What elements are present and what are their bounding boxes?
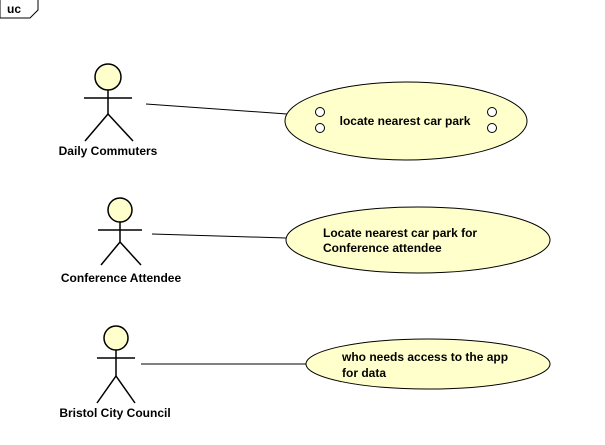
- use-case-label-line-2: Conference attendee: [323, 241, 442, 255]
- actor-head: [107, 197, 133, 223]
- actor-label: Bristol City Council: [59, 406, 170, 420]
- use-case-label-line-1: Locate nearest car park for: [323, 226, 477, 240]
- resize-handle[interactable]: [315, 107, 325, 117]
- frame-tab: uc: [0, 0, 39, 19]
- use-case-label: locate nearest car park: [340, 114, 471, 128]
- association-daily-commuters[interactable]: [145, 103, 288, 115]
- frame-label: uc: [7, 2, 21, 16]
- resize-handle[interactable]: [487, 123, 497, 133]
- use-case-label-line-2: for data: [342, 366, 386, 380]
- actor-head: [94, 63, 122, 91]
- actor-label: Conference Attendee: [61, 271, 182, 285]
- actor-conference-attendee[interactable]: Conference Attendee: [61, 197, 182, 285]
- actor-daily-commuters[interactable]: Daily Commuters: [59, 63, 158, 158]
- use-case-locate-car-park-conference[interactable]: Locate nearest car park for Conference a…: [285, 206, 551, 274]
- resize-handle[interactable]: [315, 123, 325, 133]
- resize-handle[interactable]: [487, 107, 497, 117]
- use-case-locate-nearest-car-park[interactable]: locate nearest car park: [284, 81, 528, 161]
- actor-bristol-city-council[interactable]: Bristol City Council: [59, 325, 171, 420]
- use-case-data-access[interactable]: who needs access to the app for data: [305, 338, 551, 390]
- association-conference-attendee[interactable]: [151, 233, 287, 239]
- actor-head: [103, 325, 129, 351]
- actor-label: Daily Commuters: [59, 144, 158, 158]
- use-case-label-line-1: who needs access to the app: [341, 350, 508, 364]
